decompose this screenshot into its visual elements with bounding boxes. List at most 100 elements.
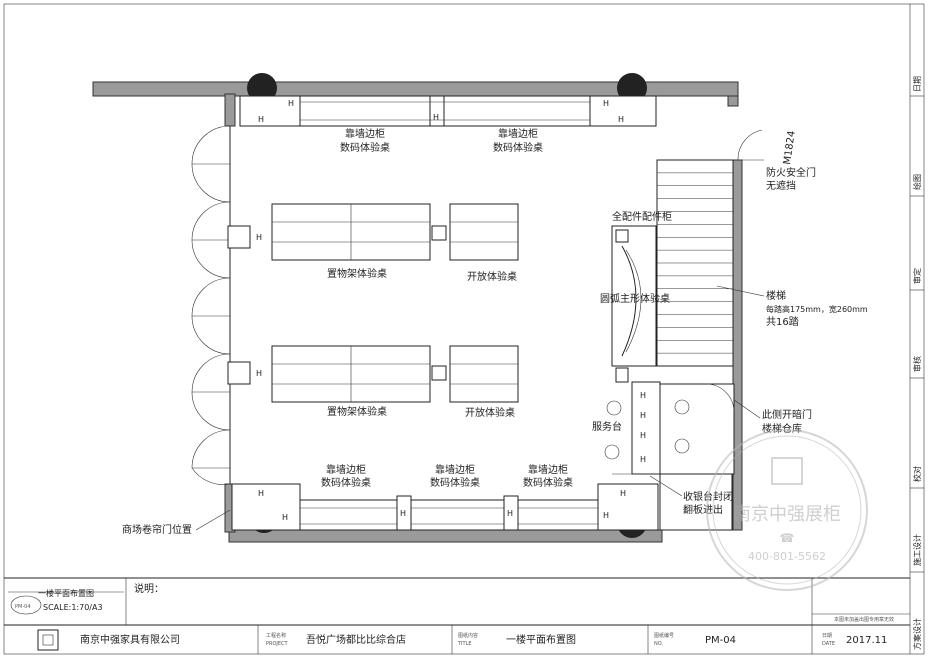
company-logo [37,629,59,651]
north-cabinet-1-sublabel: 数码体验桌 [340,141,390,154]
svg-text:H: H [433,113,439,122]
service-desk-label: 服务台 [592,420,622,433]
cashier-enclosure [659,473,733,531]
sidebar-date: 日期 [913,76,922,92]
project-label: 工程名称 [266,632,286,639]
south-cabinet-3-sublabel: 数码体验桌 [523,476,573,489]
south-cabinet-end-left [231,483,301,531]
open-table-2-label: 开放体验桌 [465,406,515,419]
svg-text:H: H [282,513,288,522]
north-cabinet-2-label: 靠墙边柜 [498,127,538,140]
stair-title: 楼梯 [766,289,786,302]
rolling-door-label: 商场卷帘门位置 [122,523,192,536]
svg-text:H: H [256,369,262,378]
south-cabinet-1-sublabel: 数码体验桌 [321,476,371,489]
north-cabinet-2-sublabel: 数码体验桌 [493,141,543,154]
sidebar-review: 审核 [912,356,922,372]
number-label: 图纸编号 [654,632,674,639]
svg-text:H: H [256,233,262,242]
watermark: 南京中强展柜 ☎ 400-801-5562 [706,429,868,591]
table-row-1: H [227,203,519,261]
north-cabinet-1 [299,95,431,127]
sidebar-check: 审定 [912,268,922,284]
svg-text:☎: ☎ [780,531,795,545]
content-label-en: TITLE [457,641,472,647]
service-area: H H H H [604,381,735,531]
svg-text:H: H [640,391,646,400]
table-row-2: H [227,345,519,403]
arc-table-frame [611,225,657,367]
sheet-border [3,3,925,655]
svg-text:H: H [640,411,646,420]
stair-storage [659,383,735,475]
south-cabinet-2-sublabel: 数码体验桌 [430,476,480,489]
open-table-1 [449,203,519,261]
svg-text:H: H [640,455,646,464]
nw-pier [224,93,236,127]
sidebar-design: 施工设计 [912,534,922,566]
north-cabinet-1-label: 靠墙边柜 [345,127,385,140]
parts-cabinet-label: 全配件配件柜 [612,210,672,223]
svg-text:H: H [603,99,609,108]
drawing-date: 2017.11 [846,635,887,646]
fire-door-label: 防火安全门 [766,166,816,179]
content-name: 一楼平面布置图 [506,633,576,646]
watermark-name: 南京中强展柜 [733,504,841,525]
view-name: 一楼平面布置图 [38,588,94,598]
table-row-2-endcap [227,361,251,385]
open-table-2 [449,345,519,403]
date-label: 日期 [822,633,832,639]
view-code: PM-04 [15,604,31,610]
stamp-note: 本图未加盖出图专用章无效 [834,616,894,623]
south-wall [228,529,663,543]
sidebar-proof: 校对 [912,466,922,482]
stair-spec: 每踏高175mm，宽260mm [766,304,868,314]
svg-text:H: H [507,509,513,518]
number-label-en: NO. [654,641,663,647]
staircase [656,159,734,367]
north-cabinet-end-right [589,95,657,127]
view-scale: SCALE:1:70/A3 [43,603,103,612]
sidebar-drawing: 绘图 [912,174,922,190]
south-cabinets [299,499,599,531]
flip-board-label: 翻板进出 [683,503,723,516]
open-table-1-label: 开放体验桌 [467,270,517,283]
watermark-logo [771,457,803,485]
fire-door-sublabel: 无遮挡 [766,179,796,192]
south-cabinet-1-label: 靠墙边柜 [326,463,366,476]
watermark-phone: 400-801-5562 [748,550,826,563]
drawing-number: PM-04 [705,635,736,646]
svg-text:H: H [258,489,264,498]
south-cabinet-end-right [597,483,659,531]
south-wall-cabinets: H H H H H H [231,483,659,531]
arc-table-area [611,225,657,383]
svg-text:H: H [603,511,609,520]
table-row-1-endcap [227,225,251,249]
south-cabinet-2-label: 靠墙边柜 [435,463,475,476]
sidebar-scheme: 方案设计 [912,618,922,650]
north-wall-cabinets: H H H H H [239,95,657,127]
svg-text:H: H [618,115,624,124]
fire-door-swing [737,129,763,161]
date-label-en: DATE [822,641,835,647]
project-label-en: PROJECT [266,641,289,647]
svg-text:H: H [640,431,646,440]
door-code: M1824 [782,130,798,165]
svg-text:H: H [620,489,626,498]
svg-text:H: H [258,115,264,124]
south-cabinet-3-label: 靠墙边柜 [528,463,568,476]
shelf-table-1-label: 置物架体验桌 [327,267,387,280]
project-name: 吾悦广场都比比综合店 [306,633,406,646]
company-name: 南京中强家具有限公司 [80,633,180,646]
svg-text:H: H [288,99,294,108]
title-block [4,577,910,654]
hidden-door-label: 此侧开暗门 [762,408,812,421]
content-label: 图纸内容 [458,632,478,639]
north-cabinet-2 [443,95,591,127]
sidebar: 日期 绘图 审定 审核 校对 施工设计 方案设计 [910,76,924,650]
north-wall-return [727,95,739,107]
shelf-table-2-label: 置物架体验桌 [327,405,387,418]
west-doors [191,125,231,485]
arc-table-label: 圆弧主形体验桌 [600,292,670,305]
